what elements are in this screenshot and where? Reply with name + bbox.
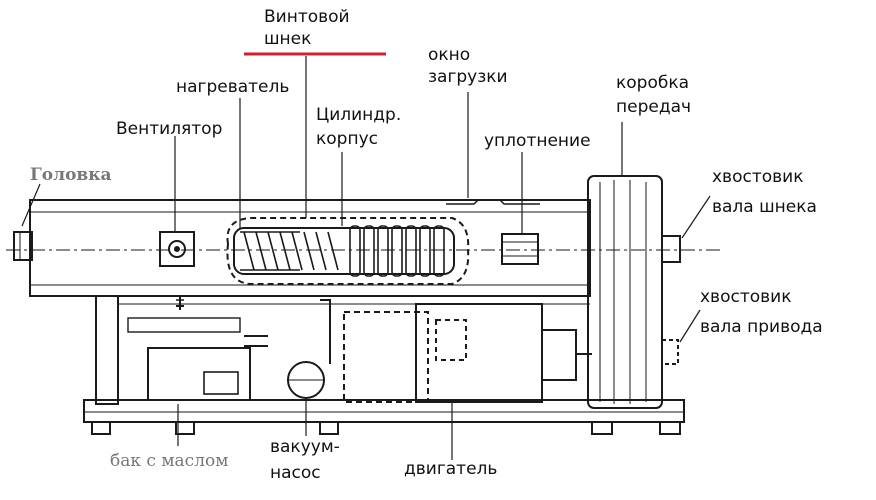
fan-rotor [168,240,186,258]
label-screw-shank-line1: хвостовик [712,167,804,187]
label-window-line1: окно [428,45,471,65]
foot [659,421,681,435]
label-seal: уплотнение [484,131,591,151]
label-screw-shank-line2: вала шнека [712,197,817,217]
label-drive-shank-line1: хвостовик [700,287,792,307]
label-window-line2: загрузки [428,67,508,87]
fan-box [159,231,195,267]
label-vacuum-line2: насос [270,463,321,483]
seal-box [501,233,539,265]
label-heater: нагреватель [176,77,290,97]
leader-screw-shank [681,195,711,239]
head-nozzle [13,231,33,261]
label-gearbox-line1: коробка [616,73,690,93]
label-cylinder-line1: Цилиндр. [316,105,402,125]
label-screw-line2: шнек [264,29,312,49]
label-motor: двигатель [404,459,498,479]
foot [319,421,339,435]
foot [91,421,111,435]
motor-body [415,303,543,403]
gearbox [587,175,663,409]
barrel-housing [29,199,591,297]
label-fan: Вентилятор [116,119,223,139]
base-frame [83,399,685,423]
frame-leg-left [95,295,119,405]
drive-shaft [661,339,679,365]
label-oil-tank: бак с маслом [110,451,229,471]
label-head: Головка [30,165,112,185]
screw-shaft [661,235,681,263]
cylinder-ribs [349,225,445,277]
cylinder-body [233,227,455,275]
label-drive-shank-line2: вала привода [700,317,823,337]
label-vacuum-line1: вакуум- [270,437,340,457]
oil-tank [147,347,251,401]
screw-flights [240,231,339,271]
foot [591,421,613,435]
label-gearbox-line2: передач [616,97,692,117]
label-screw-line1: Винтовой [264,7,350,27]
feed-window [446,199,540,205]
label-cylinder-line2: корпус [316,129,378,149]
coupling [541,329,577,381]
leader-drive-shank [679,309,701,343]
foot [175,421,195,435]
leader-head [21,183,41,227]
motor-terminal-box [343,311,429,403]
